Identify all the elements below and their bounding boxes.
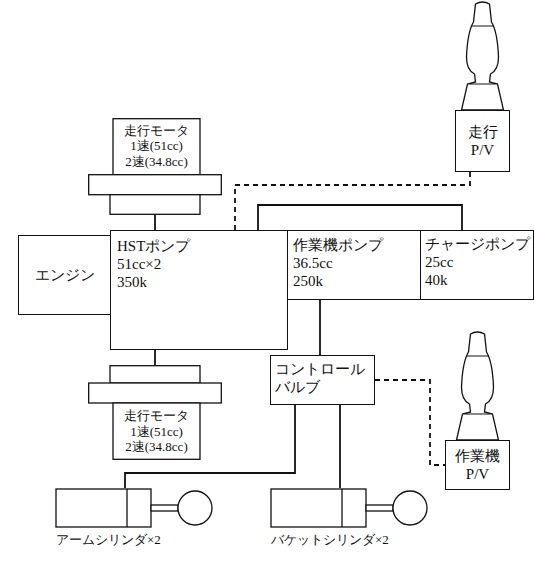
- joystick-handle: [462, 2, 504, 110]
- component-box: 作業機 P/V: [445, 440, 510, 490]
- hydraulic-line: [154, 215, 156, 230]
- node-content: コントロール バルブ: [271, 356, 374, 404]
- cylinder-symbol: バケットシリンダ×2: [270, 488, 430, 558]
- motor-symbol: 走行モータ1速(51cc)2速(34.8cc): [88, 118, 222, 215]
- node-text: 350k: [117, 273, 281, 291]
- motor-symbol: 走行モータ1速(51cc)2速(34.8cc): [88, 365, 222, 460]
- node-text: 走行モータ: [115, 408, 198, 424]
- node-text: 2速(34.8cc): [115, 439, 198, 455]
- joystick-detail: [465, 356, 491, 414]
- node-content: エンジン: [19, 236, 110, 314]
- hydraulic-line: [235, 172, 470, 230]
- node-text: 1速(51cc): [115, 138, 198, 154]
- joystick-detail: [470, 26, 496, 84]
- component-box: HSTポンプ51cc×2350k: [110, 230, 288, 350]
- hydraulic-line: [375, 380, 445, 465]
- joystick-handle: [457, 332, 499, 440]
- component-box: コントロール バルブ: [270, 355, 375, 405]
- node-text: 250k: [293, 272, 415, 290]
- component-box: エンジン: [18, 235, 111, 315]
- hydraulic-line: [339, 405, 341, 488]
- node-content: 作業機ポンプ36.5cc250k: [288, 231, 420, 299]
- node-content: 走行モータ1速(51cc)2速(34.8cc): [113, 403, 200, 460]
- node-text: 25cc: [425, 253, 529, 271]
- node-text: 走行モータ: [115, 123, 198, 139]
- node-content: チャージポンプ25cc40k: [421, 231, 533, 299]
- component-box: 作業機ポンプ36.5cc250k: [287, 230, 421, 300]
- node-text: バケットシリンダ×2: [271, 532, 429, 548]
- node-text: 1速(51cc): [115, 424, 198, 440]
- node-text: チャージポンプ: [425, 235, 529, 253]
- node-content: 走行モータ1速(51cc)2速(34.8cc): [113, 118, 200, 174]
- component-box: 走行 P/V: [455, 110, 510, 172]
- node-text: コントロール バルブ: [275, 360, 370, 396]
- node-text: アームシリンダ×2: [56, 532, 214, 548]
- hydraulic-line: [154, 350, 156, 365]
- node-text: 作業機ポンプ: [293, 236, 415, 254]
- cylinder-symbol: アームシリンダ×2: [55, 488, 215, 558]
- node-text: 51cc×2: [117, 255, 281, 273]
- node-content: アームシリンダ×2: [55, 531, 215, 555]
- component-box: チャージポンプ25cc40k: [420, 230, 534, 300]
- node-text: 36.5cc: [293, 254, 415, 272]
- node-content: 作業機 P/V: [446, 441, 509, 489]
- node-content: 走行 P/V: [456, 111, 509, 171]
- node-text: HSTポンプ: [117, 237, 281, 255]
- node-text: 作業機 P/V: [449, 447, 506, 483]
- node-content: バケットシリンダ×2: [270, 531, 430, 555]
- joystick-grip: [457, 332, 499, 440]
- node-text: 走行 P/V: [459, 123, 506, 159]
- joystick-grip: [462, 2, 504, 110]
- node-text: エンジン: [22, 266, 107, 284]
- node-text: 40k: [425, 271, 529, 289]
- hydraulic-line: [319, 300, 321, 355]
- node-content: HSTポンプ51cc×2350k: [111, 231, 287, 349]
- node-text: 2速(34.8cc): [115, 154, 198, 170]
- node-outline: [270, 488, 430, 558]
- hydraulic-line: [258, 205, 462, 230]
- node-outline: [55, 488, 215, 558]
